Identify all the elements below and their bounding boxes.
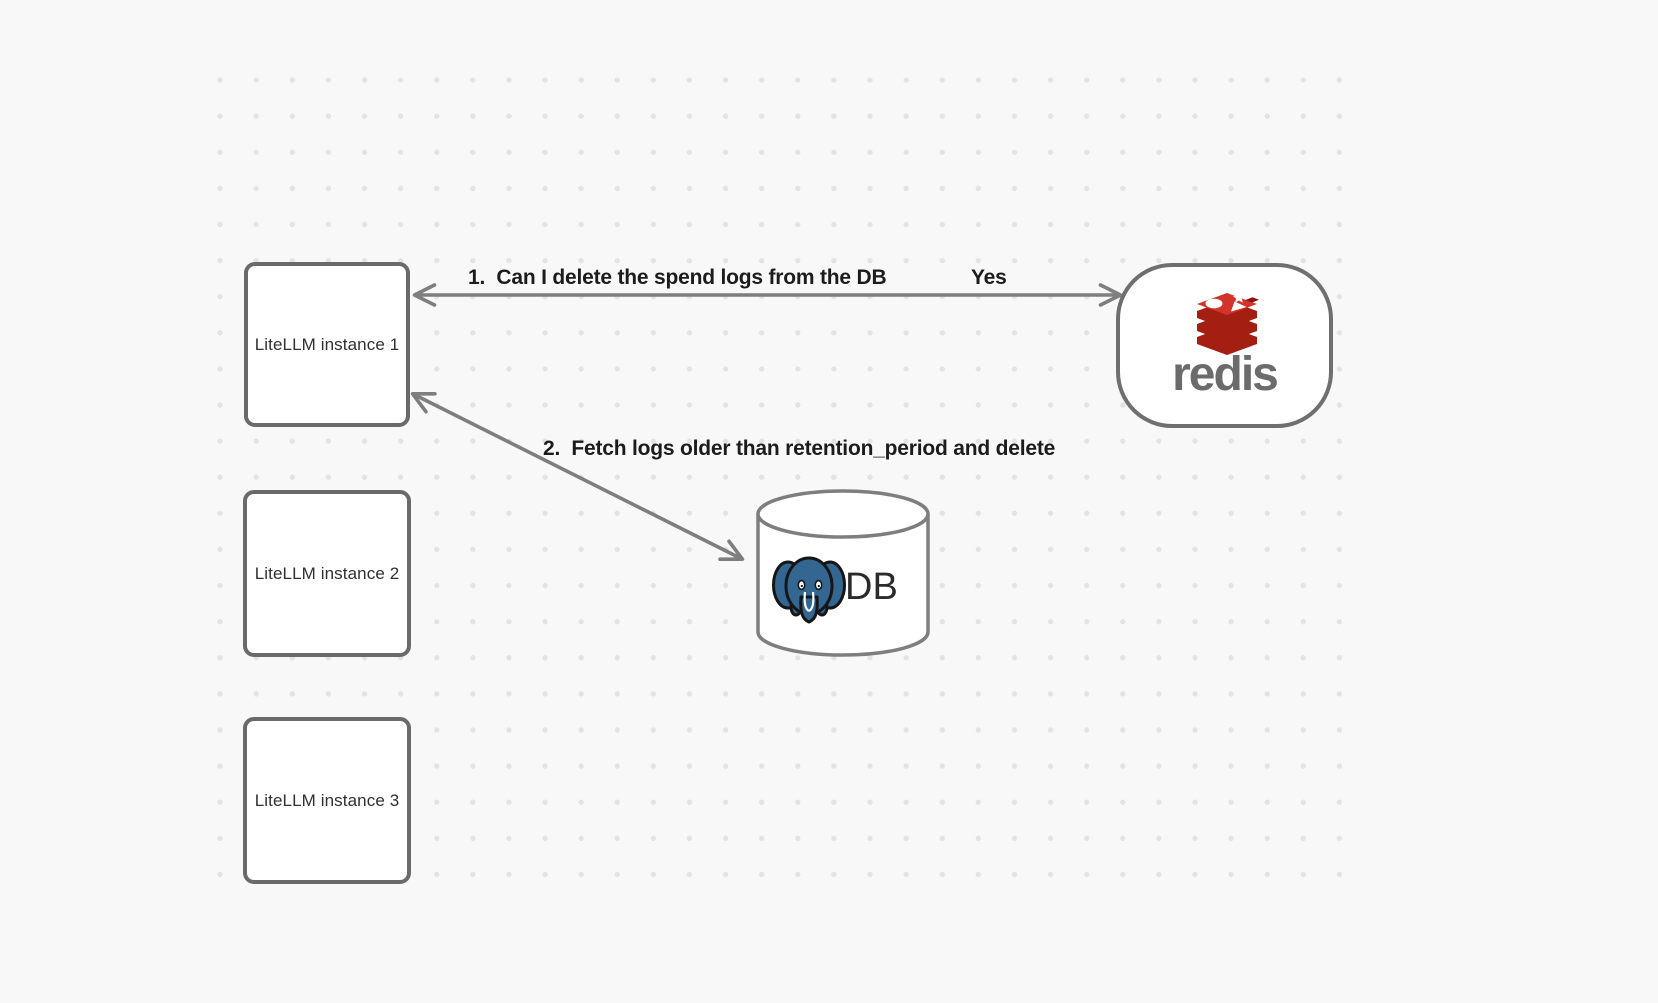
annotation-step1[interactable]: 1. Can I delete the spend logs from the …: [468, 266, 887, 289]
node-label: LiteLLM instance 3: [254, 790, 400, 810]
node-label: LiteLLM instance 1: [254, 334, 400, 354]
postgresql-elephant-icon: [772, 556, 846, 624]
redis-wordmark: redis: [1172, 348, 1279, 401]
annotation-step2[interactable]: 2. Fetch logs older than retention_perio…: [543, 437, 1056, 460]
redis-stack-icon: [1197, 292, 1259, 355]
node-litellm-instance-2[interactable]: LiteLLM instance 2: [243, 490, 411, 657]
node-label: LiteLLM instance 2: [254, 563, 400, 583]
node-litellm-instance-1[interactable]: LiteLLM instance 1: [244, 262, 410, 427]
annotation-step1-answer[interactable]: Yes: [971, 266, 1007, 289]
db-label: DB: [845, 566, 898, 608]
node-litellm-instance-3[interactable]: LiteLLM instance 3: [243, 717, 411, 884]
arrow-instance1-db[interactable]: [410, 391, 745, 562]
node-redis[interactable]: redis: [1116, 263, 1333, 428]
